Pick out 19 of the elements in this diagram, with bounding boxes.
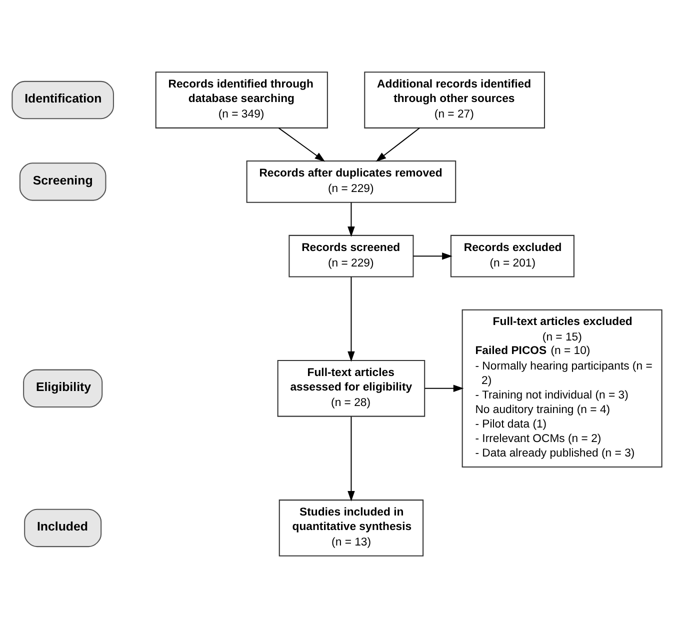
node-box: Screening	[19, 162, 106, 201]
node-box: Included	[24, 508, 102, 548]
arrow	[413, 252, 452, 260]
arrow	[348, 276, 355, 362]
node-box: Records screened (n = 229)	[288, 234, 414, 278]
arrow	[348, 202, 355, 237]
arrow	[376, 128, 420, 162]
node-box: Full-text articles assessed for eligibility (n = 28)	[277, 360, 426, 417]
node-box: Eligibility	[23, 369, 103, 408]
node-box: Studies included in quantitative synthesis (n = 13)	[278, 500, 424, 556]
node-box: Identification	[12, 80, 114, 120]
node-box: Additional records identified through other sources (n = 27)	[364, 72, 546, 128]
node-box: Records excluded (n = 201)	[450, 234, 574, 278]
arrow	[348, 416, 355, 502]
node-box: Records after duplicates removed (n = 229)	[246, 160, 456, 203]
node-box: Records identified through database searching (n = 349)	[155, 72, 328, 128]
arrow	[424, 384, 464, 392]
node-box: Full-text articles excluded (n = 15) Failed PICOS (n = 10) - Normally hearing participants (n = 2) - Training not individual (n = 3) No auditory training (n = 4) - Pilot data (1) - Irrelevant OCMs (n = 2) - Data already published (n = 3)	[462, 309, 662, 468]
arrow	[278, 128, 326, 162]
